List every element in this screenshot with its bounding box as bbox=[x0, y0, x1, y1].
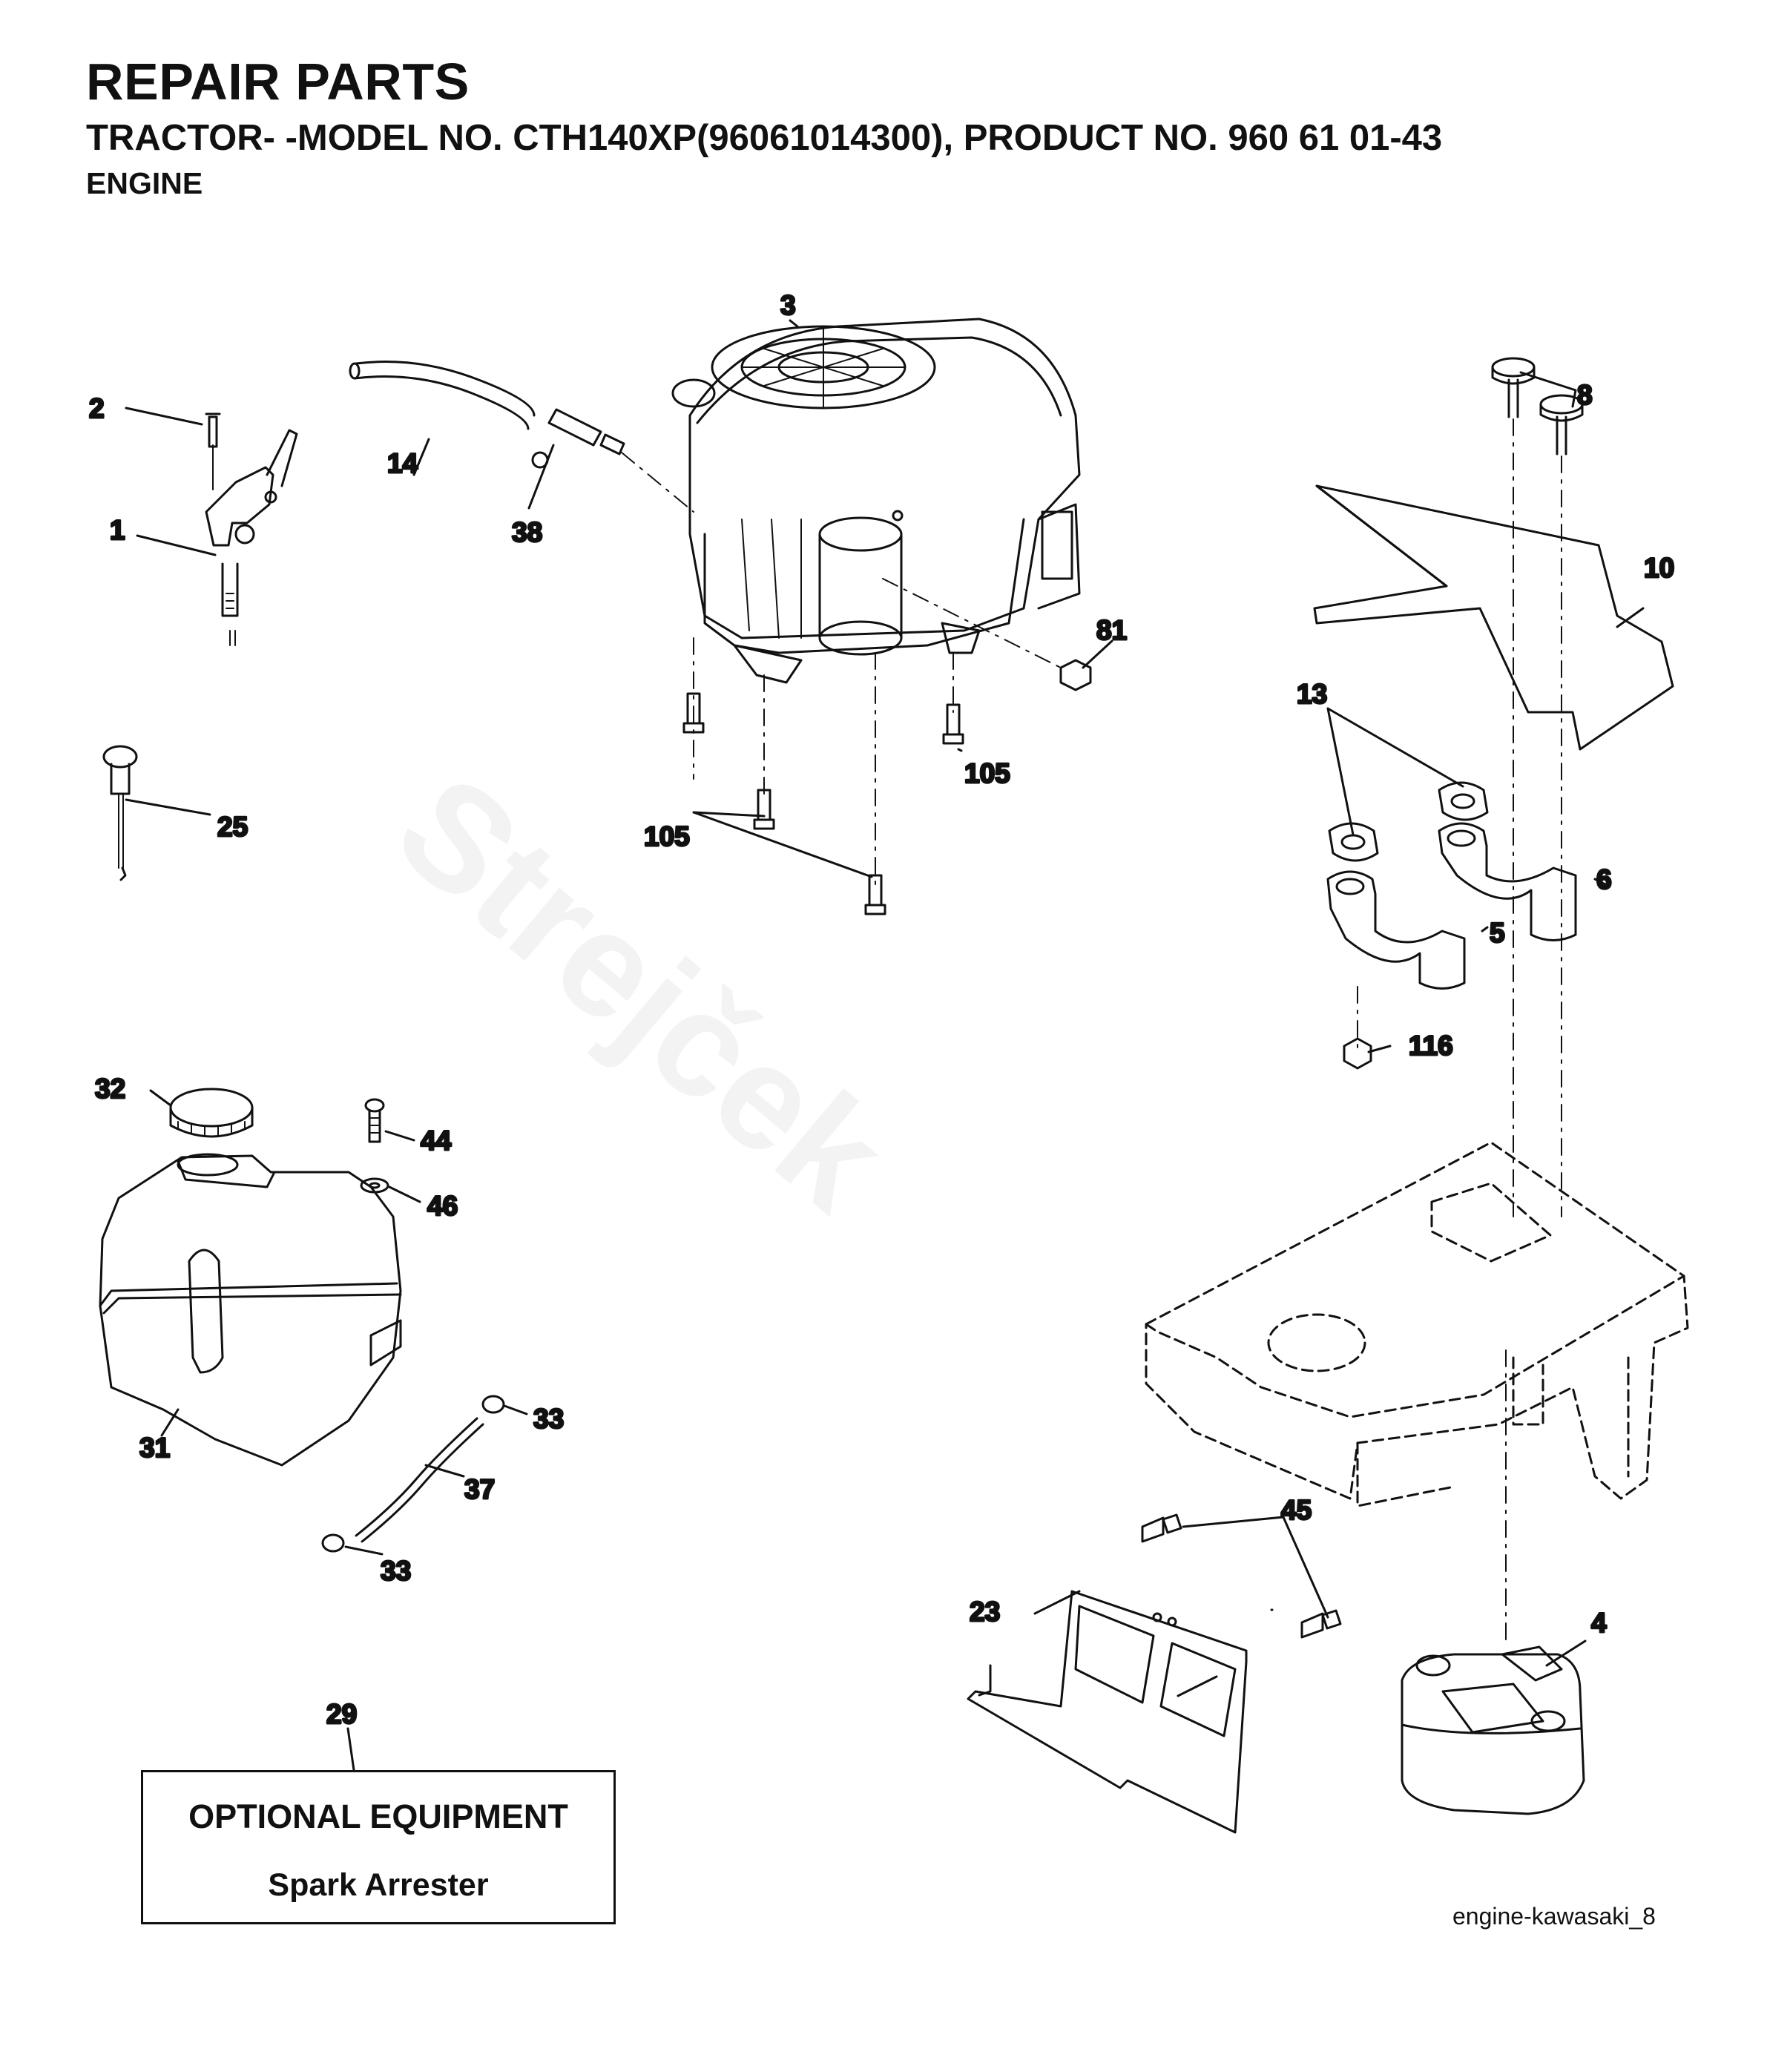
heat-shield bbox=[1313, 484, 1674, 751]
knob-8 bbox=[1491, 357, 1584, 455]
callout-33-top: 33 bbox=[533, 1404, 564, 1434]
callout-116: 116 bbox=[1409, 1030, 1453, 1061]
callout-13: 13 bbox=[1297, 679, 1327, 709]
callout-4: 4 bbox=[1591, 1608, 1607, 1638]
callout-2: 2 bbox=[89, 393, 105, 424]
engine-block bbox=[671, 318, 1081, 684]
callout-10: 10 bbox=[1644, 553, 1674, 583]
optional-equipment-item: Spark Arrester bbox=[268, 1867, 489, 1903]
fuel-hose bbox=[321, 1395, 505, 1553]
optional-equipment-box: OPTIONAL EQUIPMENT Spark Arrester bbox=[141, 1770, 616, 1924]
callout-1: 1 bbox=[110, 515, 125, 545]
muffler-shield bbox=[967, 1590, 1248, 1834]
callout-37: 37 bbox=[464, 1474, 495, 1504]
callout-32: 32 bbox=[95, 1073, 125, 1104]
model-subtitle: TRACTOR- -MODEL NO. CTH140XP(96061014300… bbox=[86, 118, 1443, 158]
fuel-tank bbox=[99, 1088, 402, 1467]
callout-46: 46 bbox=[427, 1191, 458, 1221]
callout-81: 81 bbox=[1096, 615, 1127, 645]
bolt-105 bbox=[682, 692, 964, 915]
callout-8: 8 bbox=[1577, 380, 1593, 410]
callout-44: 44 bbox=[421, 1125, 452, 1156]
nut-116 bbox=[1343, 1037, 1372, 1070]
callout-29: 29 bbox=[326, 1699, 357, 1729]
choke-knob bbox=[102, 745, 138, 881]
callout-33-bottom: 33 bbox=[381, 1556, 411, 1586]
leader-lines bbox=[125, 319, 1645, 1772]
nut-81 bbox=[1059, 659, 1092, 691]
callout-45: 45 bbox=[1281, 1495, 1312, 1525]
callout-38: 38 bbox=[512, 517, 542, 547]
callout-31: 31 bbox=[139, 1433, 170, 1463]
callout-25: 25 bbox=[217, 812, 248, 842]
tractor-frame bbox=[1145, 1141, 1689, 1507]
callout-3: 3 bbox=[780, 290, 796, 320]
drawing-reference: engine-kawasaki_8 bbox=[1452, 1903, 1656, 1930]
callout-23: 23 bbox=[970, 1596, 1000, 1627]
assembly-dash-lines bbox=[621, 418, 1562, 1640]
callout-6: 6 bbox=[1596, 864, 1612, 895]
fuel-line bbox=[349, 361, 625, 469]
section-title: ENGINE bbox=[86, 166, 203, 200]
callout-5: 5 bbox=[1490, 918, 1505, 948]
callout-105-right: 105 bbox=[964, 758, 1010, 789]
washer-46 bbox=[360, 1177, 389, 1194]
throttle-bracket bbox=[205, 412, 298, 646]
screw-45 bbox=[1141, 1513, 1342, 1639]
screw-44 bbox=[364, 1098, 385, 1143]
exhaust-pipes bbox=[1326, 781, 1577, 990]
page-title: REPAIR PARTS bbox=[86, 53, 470, 111]
callout-14: 14 bbox=[387, 448, 418, 478]
callout-105-left: 105 bbox=[644, 821, 690, 852]
optional-equipment-title: OPTIONAL EQUIPMENT bbox=[188, 1798, 568, 1835]
muffler bbox=[1401, 1645, 1585, 1815]
